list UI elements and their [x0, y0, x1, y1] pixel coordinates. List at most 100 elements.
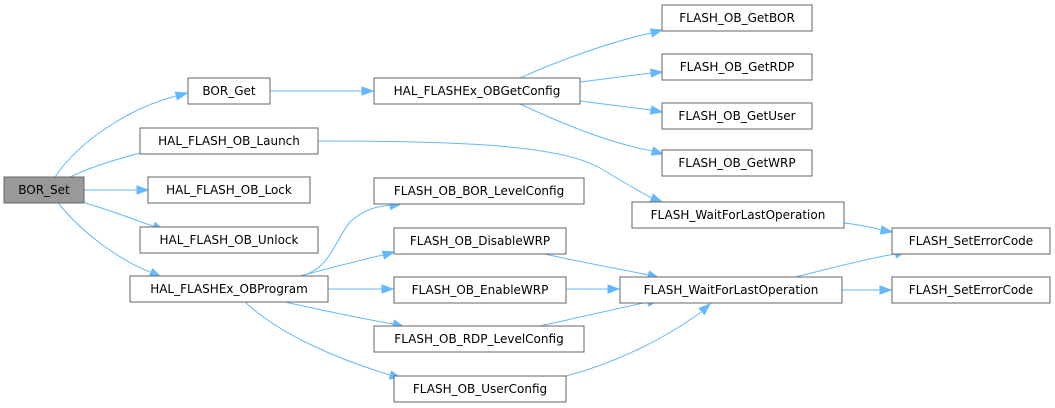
node-label: FLASH_SetErrorCode [909, 283, 1033, 297]
node-bor-set[interactable]: BOR_Set [3, 176, 85, 204]
arrowhead-icon [136, 185, 150, 195]
node-ob-launch[interactable]: HAL_FLASH_OB_Launch [139, 127, 319, 155]
edge-bor_set-to-ob_unlock [81, 201, 166, 231]
node-box [661, 149, 813, 177]
edge-enablewrp-to-wait_last_op_b [566, 284, 621, 294]
node-box [393, 375, 567, 403]
edge-line [299, 254, 384, 277]
node-box [129, 275, 329, 303]
arrowhead-icon [879, 285, 893, 295]
call-graph-nodes: BOR_SetBOR_GetHAL_FLASH_OB_LaunchHAL_FLA… [3, 4, 1051, 403]
arrowhead-icon [649, 105, 664, 115]
edge-line [579, 100, 652, 111]
node-rdp-levelconfig[interactable]: FLASH_OB_RDP_LevelConfig [373, 325, 585, 353]
arrowhead-icon [698, 303, 712, 316]
node-box [661, 4, 813, 32]
node-label: HAL_FLASH_OB_Unlock [160, 233, 299, 247]
node-label: FLASH_OB_UserConfig [413, 382, 547, 396]
edge-line [519, 103, 653, 152]
arrowhead-icon [649, 193, 664, 203]
node-obgetconfig[interactable]: HAL_FLASHEx_OBGetConfig [373, 77, 581, 105]
edge-obprogram-to-enablewrp [328, 284, 395, 294]
node-label: FLASH_OB_EnableWRP [412, 283, 549, 297]
node-label: FLASH_WaitForLastOperation [651, 208, 826, 222]
node-box [661, 102, 813, 130]
node-set-error-b[interactable]: FLASH_SetErrorCode [891, 276, 1051, 304]
node-wait-last-op-a[interactable]: FLASH_WaitForLastOperation [631, 201, 845, 229]
node-get-bor[interactable]: FLASH_OB_GetBOR [661, 4, 813, 32]
edge-obprogram-to-disablewrp [299, 250, 396, 277]
edge-obgetconfig-to-get_bor [519, 28, 664, 79]
arrowhead-icon [650, 68, 664, 78]
node-box [891, 276, 1051, 304]
arrowhead-icon [607, 284, 621, 294]
node-enablewrp[interactable]: FLASH_OB_EnableWRP [393, 276, 567, 304]
node-bor-levelconfig[interactable]: FLASH_OB_BOR_LevelConfig [373, 177, 585, 205]
node-box [393, 227, 567, 255]
node-get-rdp[interactable]: FLASH_OB_GetRDP [661, 53, 813, 81]
edge-line [81, 201, 154, 227]
edge-bor_get-to-obgetconfig [270, 86, 375, 96]
node-label: HAL_FLASHEx_OBGetConfig [394, 84, 561, 98]
arrowhead-icon [649, 28, 664, 38]
edge-obprogram-to-rdp_levelconfig [284, 301, 406, 329]
node-disablewrp[interactable]: FLASH_OB_DisableWRP [393, 227, 567, 255]
node-box [373, 325, 585, 353]
arrowhead-icon [650, 146, 665, 156]
node-label: HAL_FLASH_OB_Launch [158, 134, 300, 148]
node-label: BOR_Set [18, 183, 70, 197]
edge-line [539, 301, 649, 327]
edge-line [284, 301, 394, 325]
node-label: FLASH_OB_GetUser [678, 109, 795, 123]
edge-line [794, 253, 896, 278]
node-ob-unlock[interactable]: HAL_FLASH_OB_Unlock [139, 226, 319, 254]
node-box [631, 201, 845, 229]
arrowhead-icon [361, 86, 375, 96]
node-box [139, 127, 319, 155]
node-label: FLASH_OB_BOR_LevelConfig [394, 184, 564, 198]
node-box [3, 176, 85, 204]
edge-disablewrp-to-wait_last_op_b [539, 252, 661, 280]
node-set-error-a[interactable]: FLASH_SetErrorCode [891, 227, 1051, 255]
node-label: HAL_FLASHEx_OBProgram [150, 282, 308, 296]
node-get-user[interactable]: FLASH_OB_GetUser [661, 102, 813, 130]
node-box [661, 53, 813, 81]
node-label: FLASH_OB_DisableWRP [410, 234, 550, 248]
edge-wait_last_op_a-to-set_error_a [843, 222, 894, 235]
edge-userconfig-to-wait_last_op_b [565, 303, 712, 377]
arrowhead-icon [381, 250, 396, 260]
node-label: FLASH_OB_GetBOR [679, 11, 795, 25]
edge-line [843, 222, 882, 231]
node-box [139, 226, 319, 254]
node-bor-get[interactable]: BOR_Get [187, 77, 271, 105]
edge-line [565, 311, 702, 377]
edge-line [317, 140, 653, 199]
edge-line [244, 301, 391, 376]
arrowhead-icon [381, 284, 395, 294]
node-box [393, 276, 567, 304]
node-label: HAL_FLASH_OB_Lock [166, 183, 292, 197]
edge-wait_last_op_b-to-set_error_a [794, 249, 908, 278]
edge-bor_set-to-ob_lock [84, 185, 150, 195]
node-box [619, 276, 843, 304]
node-obprogram[interactable]: HAL_FLASHEx_OBProgram [129, 275, 329, 303]
edge-obgetconfig-to-get_rdp [579, 68, 664, 83]
edge-line [539, 252, 649, 276]
node-userconfig[interactable]: FLASH_OB_UserConfig [393, 375, 567, 403]
node-ob-lock[interactable]: HAL_FLASH_OB_Lock [147, 176, 311, 204]
edge-line [54, 95, 177, 178]
edge-wait_last_op_b-to-set_error_b [842, 285, 893, 295]
node-box [147, 176, 311, 204]
node-label: FLASH_OB_RDP_LevelConfig [394, 332, 563, 346]
edge-bor_set-to-bor_get [54, 91, 189, 178]
edge-line [299, 204, 394, 277]
node-label: FLASH_OB_GetRDP [680, 60, 795, 74]
node-label: FLASH_OB_GetWRP [678, 156, 795, 170]
node-wait-last-op-b[interactable]: FLASH_WaitForLastOperation [619, 276, 843, 304]
arrowhead-icon [879, 225, 894, 235]
edge-line [579, 72, 652, 83]
node-get-wrp[interactable]: FLASH_OB_GetWRP [661, 149, 813, 177]
node-label: FLASH_SetErrorCode [909, 234, 1033, 248]
node-box [373, 77, 581, 105]
